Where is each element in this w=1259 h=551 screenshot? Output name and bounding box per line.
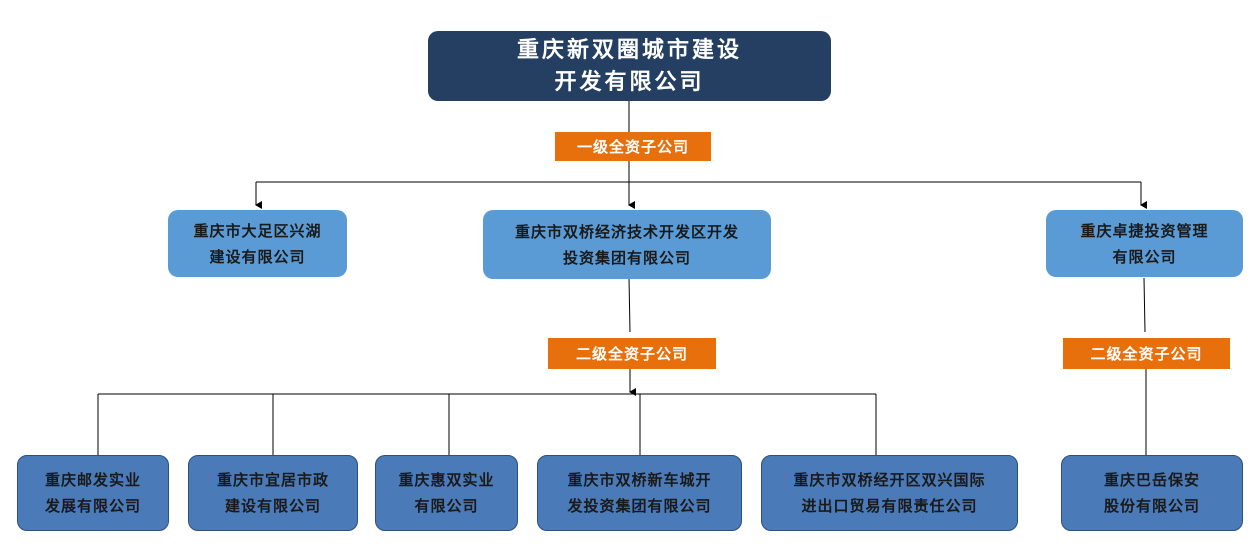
level2-company-1-line2: 发展有限公司 xyxy=(44,497,141,515)
level1-company-3: 重庆卓捷投资管理 有限公司 xyxy=(1046,210,1243,277)
level2-company-5-line2: 进出口贸易有限责任公司 xyxy=(801,497,978,515)
level2-company-6: 重庆巴岳保安 股份有限公司 xyxy=(1061,455,1243,531)
level2-company-2-line1: 重庆市宜居市政 xyxy=(216,471,329,489)
level2-company-6-line1: 重庆巴岳保安 xyxy=(1103,471,1200,489)
level1-company-2-line1: 重庆市双桥经济技术开发区开发 xyxy=(514,222,739,241)
level2-company-5-line1: 重庆市双桥经开区双兴国际 xyxy=(793,471,986,489)
level2-company-1-line1: 重庆邮发实业 xyxy=(44,471,141,489)
level2-company-4-line1: 重庆市双桥新车城开 xyxy=(567,471,712,489)
level1-company-3-line1: 重庆卓捷投资管理 xyxy=(1080,221,1209,240)
tag-second-level-a: 二级全资子公司 xyxy=(548,338,716,369)
root-company-line2: 开发有限公司 xyxy=(554,69,705,95)
level2-company-2: 重庆市宜居市政 建设有限公司 xyxy=(188,455,358,531)
level1-company-3-line2: 有限公司 xyxy=(1112,247,1177,266)
level2-company-3: 重庆惠双实业 有限公司 xyxy=(375,455,518,531)
level2-company-3-line2: 有限公司 xyxy=(414,497,479,515)
level1-company-1-line1: 重庆市大足区兴湖 xyxy=(193,221,322,240)
connector-mid-tag xyxy=(628,277,631,333)
root-company-line1: 重庆新双圈城市建设 xyxy=(516,37,742,63)
root-company: 重庆新双圈城市建设 开发有限公司 xyxy=(428,31,831,101)
level2-company-4: 重庆市双桥新车城开 发投资集团有限公司 xyxy=(537,455,742,531)
tag-second-level-b: 二级全资子公司 xyxy=(1063,338,1230,369)
level1-company-1-line2: 建设有限公司 xyxy=(209,247,306,266)
level2-company-3-line1: 重庆惠双实业 xyxy=(398,471,495,489)
level2-company-6-line2: 股份有限公司 xyxy=(1103,497,1200,515)
connector-right-tag xyxy=(1143,277,1146,333)
level2-company-2-line2: 建设有限公司 xyxy=(224,497,321,515)
level2-company-4-line2: 发投资集团有限公司 xyxy=(567,497,712,515)
level2-company-1: 重庆邮发实业 发展有限公司 xyxy=(17,455,169,531)
tag-first-level: 一级全资子公司 xyxy=(555,132,711,161)
level1-company-2-line2: 投资集团有限公司 xyxy=(562,248,691,267)
level1-company-1: 重庆市大足区兴湖 建设有限公司 xyxy=(168,210,347,277)
level1-company-2: 重庆市双桥经济技术开发区开发 投资集团有限公司 xyxy=(483,210,771,279)
level2-company-5: 重庆市双桥经开区双兴国际 进出口贸易有限责任公司 xyxy=(761,455,1018,531)
